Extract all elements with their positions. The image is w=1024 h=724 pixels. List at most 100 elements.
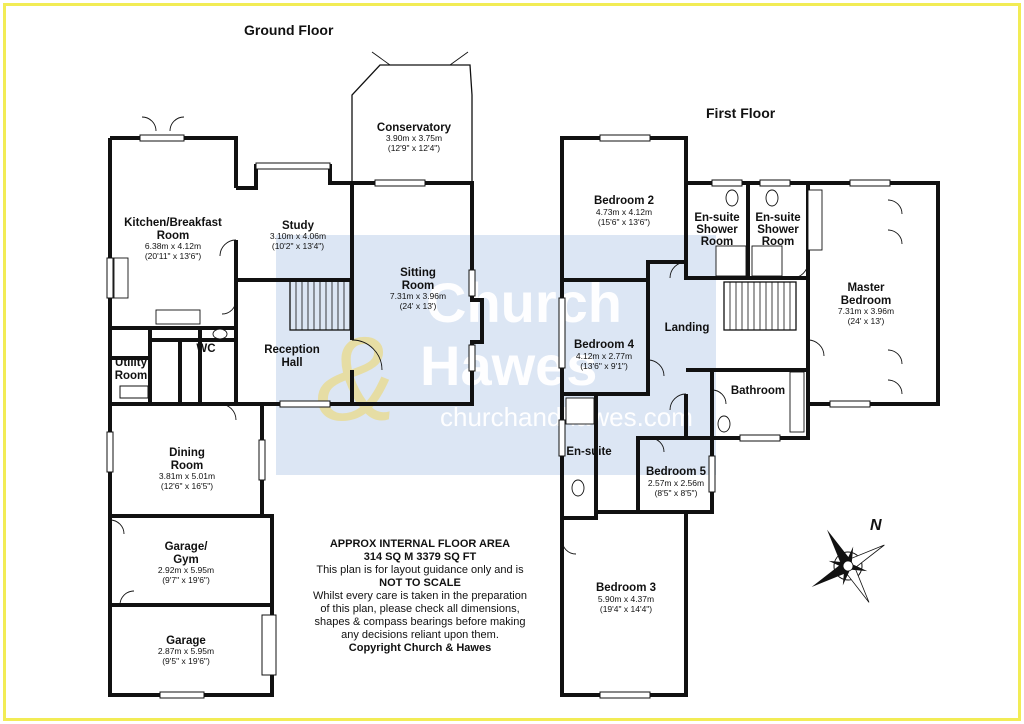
wc-name: WC xyxy=(196,343,215,355)
watermark: Church & Hawes churchandhawes.com xyxy=(276,235,716,475)
kitchen-imperial: (20'11" x 13'6") xyxy=(145,251,202,261)
room-bathroom: Bathroom xyxy=(731,385,785,397)
sitting-name: Sitting xyxy=(400,267,436,279)
watermark-ampersand: & xyxy=(316,312,396,446)
dining-name: Dining xyxy=(169,447,205,459)
bedroom-5-imperial: (8'5" x 8'5") xyxy=(655,488,698,498)
ground-floor-fixtures xyxy=(113,257,228,340)
notes-line-2: 314 SQ M 3379 SQ FT xyxy=(364,551,477,563)
first-floor-windows xyxy=(558,134,891,699)
garage-gym-metric: 2.92m x 5.95m xyxy=(158,565,214,575)
room-study: Study 3.10m x 4.06m (10'2" x 13'4") xyxy=(270,220,326,251)
utility-name: Utility xyxy=(115,357,148,369)
notes-line-7: shapes & compass bearings before making xyxy=(315,616,526,628)
notes-line-4: NOT TO SCALE xyxy=(379,577,461,589)
notes-line-5: Whilst every care is taken in the prepar… xyxy=(313,590,527,602)
notes-line-8: any decisions reliant upon them. xyxy=(341,629,499,641)
ensuite-2-name-line-3: Room xyxy=(762,236,795,248)
bedroom-4-name: Bedroom 4 xyxy=(574,339,635,351)
master-name-line-2: Bedroom xyxy=(841,295,891,307)
room-master-bedroom: Master Bedroom 7.31m x 3.96m (24' x 13') xyxy=(838,282,894,326)
sitting-imperial: (24' x 13') xyxy=(400,301,437,311)
bedroom-5-name: Bedroom 5 xyxy=(646,466,707,478)
notes-line-9: Copyright Church & Hawes xyxy=(349,642,491,654)
ground-floor-stairs xyxy=(289,279,351,331)
bedroom-2-imperial: (15'6" x 13'6") xyxy=(598,217,650,227)
room-ensuite-2: En-suite Shower Room xyxy=(755,212,800,248)
garage-gym-name: Garage/ xyxy=(165,541,209,553)
garage-name: Garage xyxy=(166,635,206,647)
room-sitting: Sitting Room 7.31m x 3.96m (24' x 13') xyxy=(390,267,446,311)
bedroom-5-metric: 2.57m x 2.56m xyxy=(648,478,704,488)
ensuite-1-name: En-suite xyxy=(694,212,739,224)
dining-imperial: (12'6" x 16'5") xyxy=(161,481,213,491)
garage-imperial: (9'5" x 19'6") xyxy=(162,656,210,666)
master-name: Master xyxy=(847,282,885,294)
reception-name: Reception xyxy=(264,344,320,356)
room-kitchen: Kitchen/Breakfast Room 6.38m x 4.12m (20… xyxy=(124,217,222,261)
kitchen-name-line-2: Room xyxy=(157,230,190,242)
notes-line-3: This plan is for layout guidance only an… xyxy=(316,564,524,576)
ground-floor-doors xyxy=(109,51,469,606)
notes-line-1: APPROX INTERNAL FLOOR AREA xyxy=(330,538,510,550)
room-wc: WC xyxy=(196,343,215,355)
dining-name-line-2: Room xyxy=(171,460,204,472)
landing-name: Landing xyxy=(665,322,710,334)
ensuite-1-name-line-2: Shower xyxy=(696,224,738,236)
kitchen-metric: 6.38m x 4.12m xyxy=(145,241,201,251)
sitting-name-line-2: Room xyxy=(402,280,435,292)
first-floor-stairs xyxy=(723,281,797,331)
ensuite-2-name-line-2: Shower xyxy=(757,224,799,236)
room-reception: Reception Hall xyxy=(264,344,320,369)
watermark-panel xyxy=(276,235,716,475)
utility-name-line-2: Room xyxy=(115,370,148,382)
master-imperial: (24' x 13') xyxy=(848,316,885,326)
ground-floor-title: Ground Floor xyxy=(244,22,334,38)
room-bedroom-4: Bedroom 4 4.12m x 2.77m (13'6" x 9'1") xyxy=(574,339,635,371)
notes-line-6: of this plan, please check all dimension… xyxy=(320,603,519,615)
room-garage-gym: Garage/ Gym 2.92m x 5.95m (9'7" x 19'6") xyxy=(158,541,214,585)
room-dining: Dining Room 3.81m x 5.01m (12'6" x 16'5"… xyxy=(159,447,215,491)
room-utility: Utility Room xyxy=(115,357,148,382)
room-landing: Landing xyxy=(665,322,710,334)
compass-north-label: N xyxy=(870,517,882,534)
garage-gym-imperial: (9'7" x 19'6") xyxy=(162,575,210,585)
bedroom-4-metric: 4.12m x 2.77m xyxy=(576,351,632,361)
bedroom-2-name: Bedroom 2 xyxy=(594,195,654,207)
room-conservatory: Conservatory 3.90m x 3.75m (12'9" x 12'4… xyxy=(377,122,452,153)
master-metric: 7.31m x 3.96m xyxy=(838,306,894,316)
bedroom-3-metric: 5.90m x 4.37m xyxy=(598,594,654,604)
room-bedroom-3: Bedroom 3 5.90m x 4.37m (19'4" x 14'4") xyxy=(596,582,656,614)
room-ensuite-1: En-suite Shower Room xyxy=(694,212,739,248)
page-border xyxy=(3,3,1021,721)
study-imperial: (10'2" x 13'4") xyxy=(272,241,324,251)
kitchen-name: Kitchen/Breakfast xyxy=(124,217,222,229)
ensuite-2-name: En-suite xyxy=(755,212,800,224)
bathroom-name: Bathroom xyxy=(731,385,785,397)
study-name: Study xyxy=(282,220,315,232)
room-bedroom-5: Bedroom 5 2.57m x 2.56m (8'5" x 8'5") xyxy=(646,466,707,498)
conservatory-imperial: (12'9" x 12'4") xyxy=(388,143,440,153)
garage-gym-name-line-2: Gym xyxy=(173,554,199,566)
bedroom-2-metric: 4.73m x 4.12m xyxy=(596,207,652,217)
room-bedroom-2: Bedroom 2 4.73m x 4.12m (15'6" x 13'6") xyxy=(594,195,654,227)
first-floor-title: First Floor xyxy=(706,105,776,121)
compass-rose-icon xyxy=(811,529,885,603)
bedroom-3-name: Bedroom 3 xyxy=(596,582,656,594)
study-metric: 3.10m x 4.06m xyxy=(270,231,326,241)
ground-floor-windows xyxy=(106,134,476,699)
floor-area-notes: APPROX INTERNAL FLOOR AREA 314 SQ M 3379… xyxy=(313,538,527,654)
room-garage: Garage 2.87m x 5.95m (9'5" x 19'6") xyxy=(158,635,214,666)
watermark-word-2: Hawes xyxy=(420,334,597,397)
bedroom-3-imperial: (19'4" x 14'4") xyxy=(600,604,652,614)
dining-metric: 3.81m x 5.01m xyxy=(159,471,215,481)
ensuite-1-name-line-3: Room xyxy=(701,236,734,248)
garage-metric: 2.87m x 5.95m xyxy=(158,646,214,656)
room-ensuite-3: En-suite xyxy=(566,446,611,458)
ensuite-3-name: En-suite xyxy=(566,446,611,458)
first-floor-fixtures xyxy=(565,189,823,497)
conservatory-metric: 3.90m x 3.75m xyxy=(386,133,442,143)
sitting-metric: 7.31m x 3.96m xyxy=(390,291,446,301)
conservatory-name: Conservatory xyxy=(377,122,452,134)
